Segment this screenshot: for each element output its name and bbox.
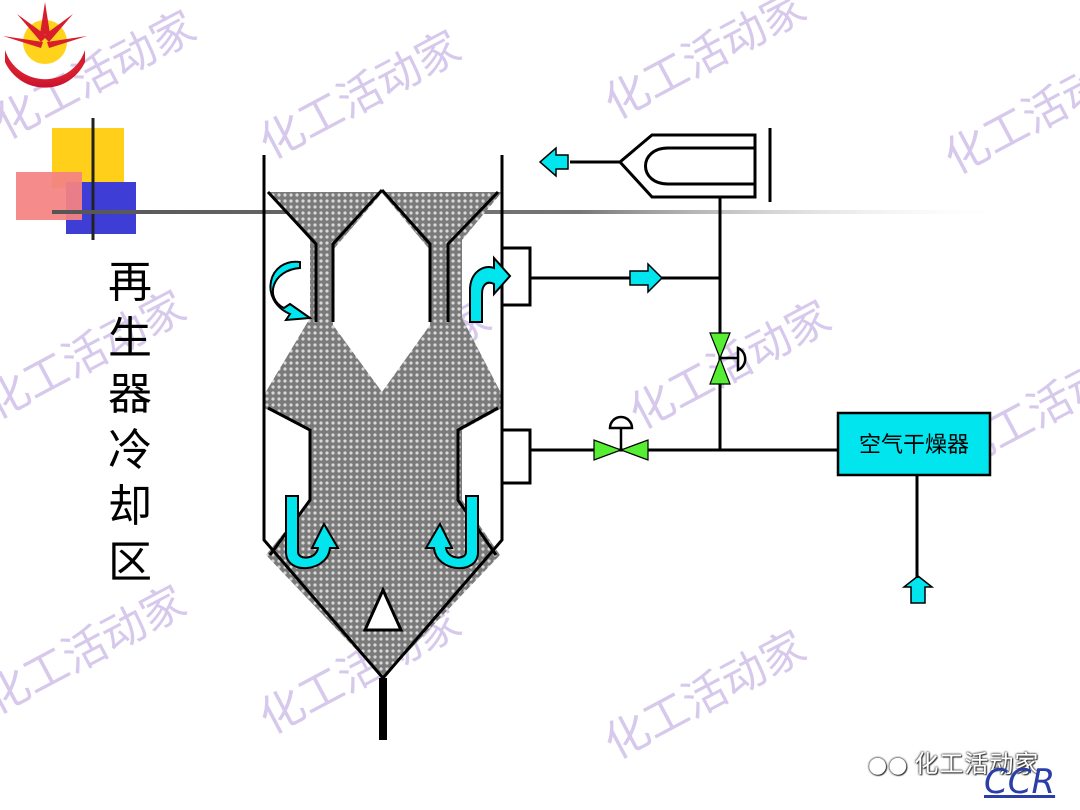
j-arrow-left-icon xyxy=(285,495,340,569)
heater-unit xyxy=(570,128,772,450)
watermark-layer: 化工活动家化工活动家化工活动家化工活动家化工活动家化工活动家化工活动家化工活动家… xyxy=(0,0,1080,770)
watermark-text: 化工活动家 xyxy=(0,1,204,149)
air-dryer-box: 空气干燥器 xyxy=(836,411,992,578)
regenerator-vessel xyxy=(262,155,504,740)
ccr-logo: CCR xyxy=(984,762,1056,802)
control-valve-horizontal xyxy=(593,415,649,461)
petrochina-logo-icon xyxy=(3,2,87,88)
arrow-left-icon xyxy=(538,146,569,178)
watermark-text: 化工活动家 xyxy=(251,21,469,169)
header-rule xyxy=(52,210,1012,214)
watermark-text: 化工活动家 xyxy=(0,281,194,429)
wechat-account-name: 化工活动家 xyxy=(914,750,1040,778)
watermark-text: 化工活动家 xyxy=(0,576,194,724)
wechat-watermark: ●●化工活动家 xyxy=(868,744,1039,779)
line-arrows xyxy=(538,146,935,604)
bend-arrow-icon xyxy=(469,255,512,323)
watermark-text: 化工活动家 xyxy=(621,291,839,439)
watermark-text: 化工活动家 xyxy=(596,0,814,130)
control-valve-vertical xyxy=(709,332,747,385)
watermark-text: 化工活动家 xyxy=(596,621,814,769)
arrow-right-icon xyxy=(629,262,664,294)
vessel-nozzles xyxy=(502,246,838,485)
air-dryer-label: 空气干燥器 xyxy=(859,433,969,458)
decorative-squares-icon xyxy=(16,118,136,240)
j-arrow-right-icon xyxy=(424,495,479,569)
swirl-arrow-icon xyxy=(269,260,313,322)
arrow-up-icon xyxy=(901,575,935,604)
watermark-text: 化工活动家 xyxy=(936,36,1080,184)
flow-arrows xyxy=(269,255,512,569)
wechat-icon: ●● xyxy=(868,753,909,778)
section-title: 再生器冷却区 xyxy=(108,257,152,588)
